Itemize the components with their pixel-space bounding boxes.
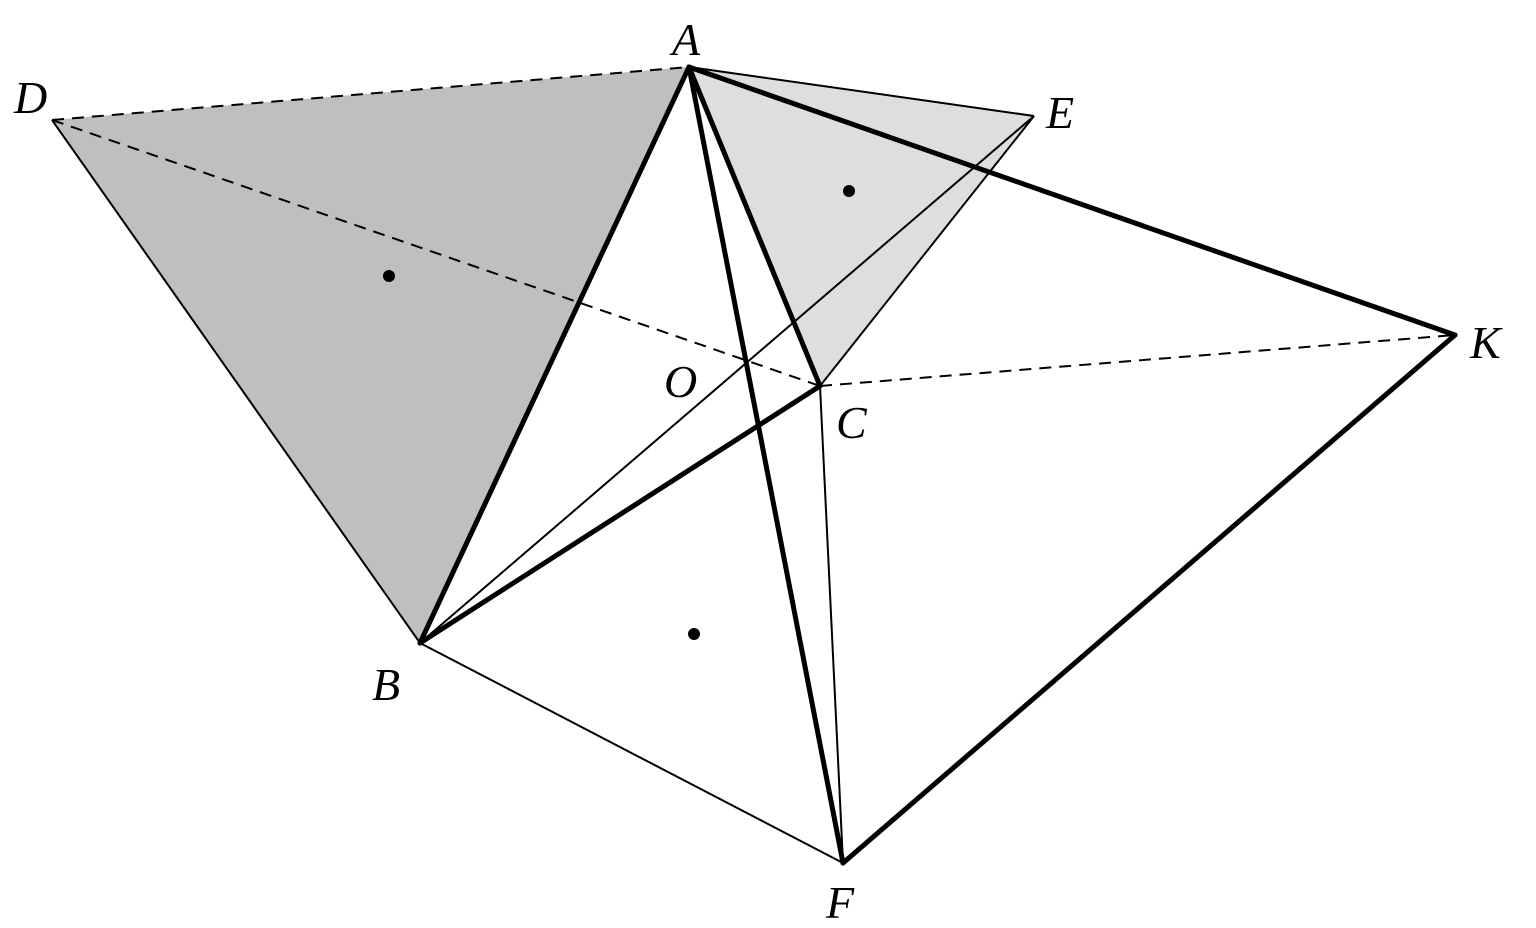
label-k: K [1469, 317, 1503, 368]
edge-ec [819, 115, 1035, 387]
label-d: D [13, 72, 47, 123]
edge-db [51, 119, 421, 644]
face-abd [52, 67, 689, 643]
thick-edges [417, 64, 1458, 866]
centroid-dot-abd [383, 270, 395, 282]
centroid-dot-bcf [688, 628, 700, 640]
label-e: E [1045, 87, 1074, 138]
edge-af [686, 64, 846, 866]
label-a: A [669, 14, 701, 65]
edge-ac [686, 64, 823, 389]
label-b: B [372, 659, 400, 710]
edge-ak [686, 64, 1458, 338]
thin-edges [51, 66, 1035, 864]
edge-eb [419, 115, 1035, 644]
edge-da-dashed [51, 66, 690, 121]
edge-ae [688, 66, 1035, 117]
edge-bc [417, 383, 823, 646]
edge-cf [819, 385, 844, 864]
edge-kf [840, 332, 1458, 866]
edge-dc-dashed [51, 119, 821, 387]
label-f: F [825, 877, 855, 928]
centroid-dot-ace [843, 185, 855, 197]
edge-ab [417, 64, 692, 646]
face-ace [689, 67, 1034, 386]
edge-ck-dashed [819, 334, 1456, 387]
label-o: O [664, 356, 697, 407]
label-c: C [836, 397, 868, 448]
hidden-edges [51, 66, 1456, 387]
centroid-dots [383, 185, 855, 640]
edge-bf [419, 642, 844, 864]
